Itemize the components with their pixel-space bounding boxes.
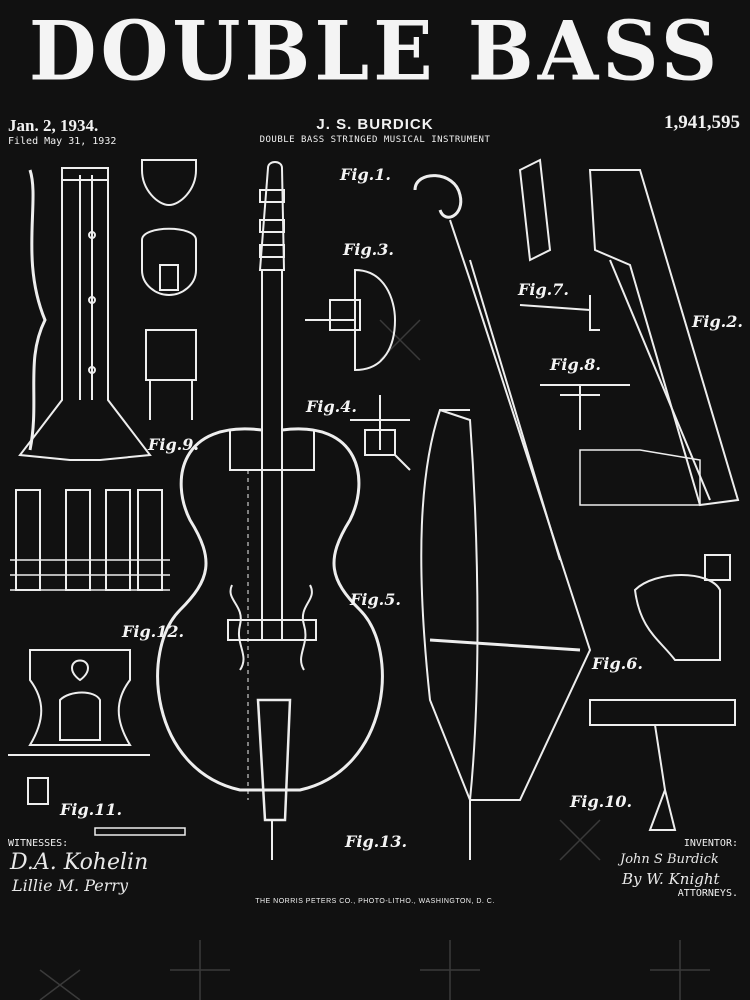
fig3-detail [305,268,397,372]
inventor-signature: John S Burdick [620,852,719,867]
patent-subtitle: DOUBLE BASS STRINGED MUSICAL INSTRUMENT [259,135,491,145]
bass-front-view [156,161,384,860]
fig1-label: Fig.1. [340,165,391,184]
fig7-fig8 [519,295,630,430]
fig6-endpin-block [589,574,736,831]
fig2-label: Fig.2. [692,312,743,331]
fig5-label: Fig.5. [350,590,401,609]
fig12-pegs [10,489,170,591]
fig2-neck-side [579,169,740,507]
inventor-name: J. S. BURDICK [316,116,434,133]
page-title: DOUBLE BASS [28,3,722,100]
witness-signature-2: Lillie M. Perry [12,876,129,895]
fig13-label: Fig.13. [345,832,408,851]
fig6-small-part [518,158,731,581]
fig7-label: Fig.7. [518,280,569,299]
filed-date: Filed May 31, 1932 [8,136,117,147]
fig9-neck-view [18,167,152,461]
patent-number: 1,941,595 [664,112,740,133]
fig8-label: Fig.8. [550,355,601,374]
fig9-sections [141,159,197,420]
fig4-label: Fig.4. [306,397,357,416]
patent-date: Jan. 2, 1934. [8,116,99,135]
fig10-label: Fig.10. [570,792,633,811]
bass-side-view [413,174,592,860]
printer-credit: THE NORRIS PETERS CO., PHOTO-LITHO., WAS… [255,898,495,905]
fig11-label: Fig.11. [60,800,123,819]
fig4-detail [350,395,411,471]
fig11-bridge [8,649,150,805]
attorneys-label: ATTORNEYS. [677,888,738,899]
witness-signature-1: D.A. Kohelin [10,850,149,875]
fig12-label: Fig.12. [122,622,185,641]
fig6-label: Fig.6. [592,654,643,673]
watermark-pattern [39,319,710,1000]
witnesses-label: WITNESSES: [8,838,69,849]
fig3-label: Fig.3. [343,240,394,259]
fig9-label: Fig.9. [148,435,199,454]
inventor-label: INVENTOR: [683,838,738,849]
attorney-signature: By W. Knight [622,870,720,888]
